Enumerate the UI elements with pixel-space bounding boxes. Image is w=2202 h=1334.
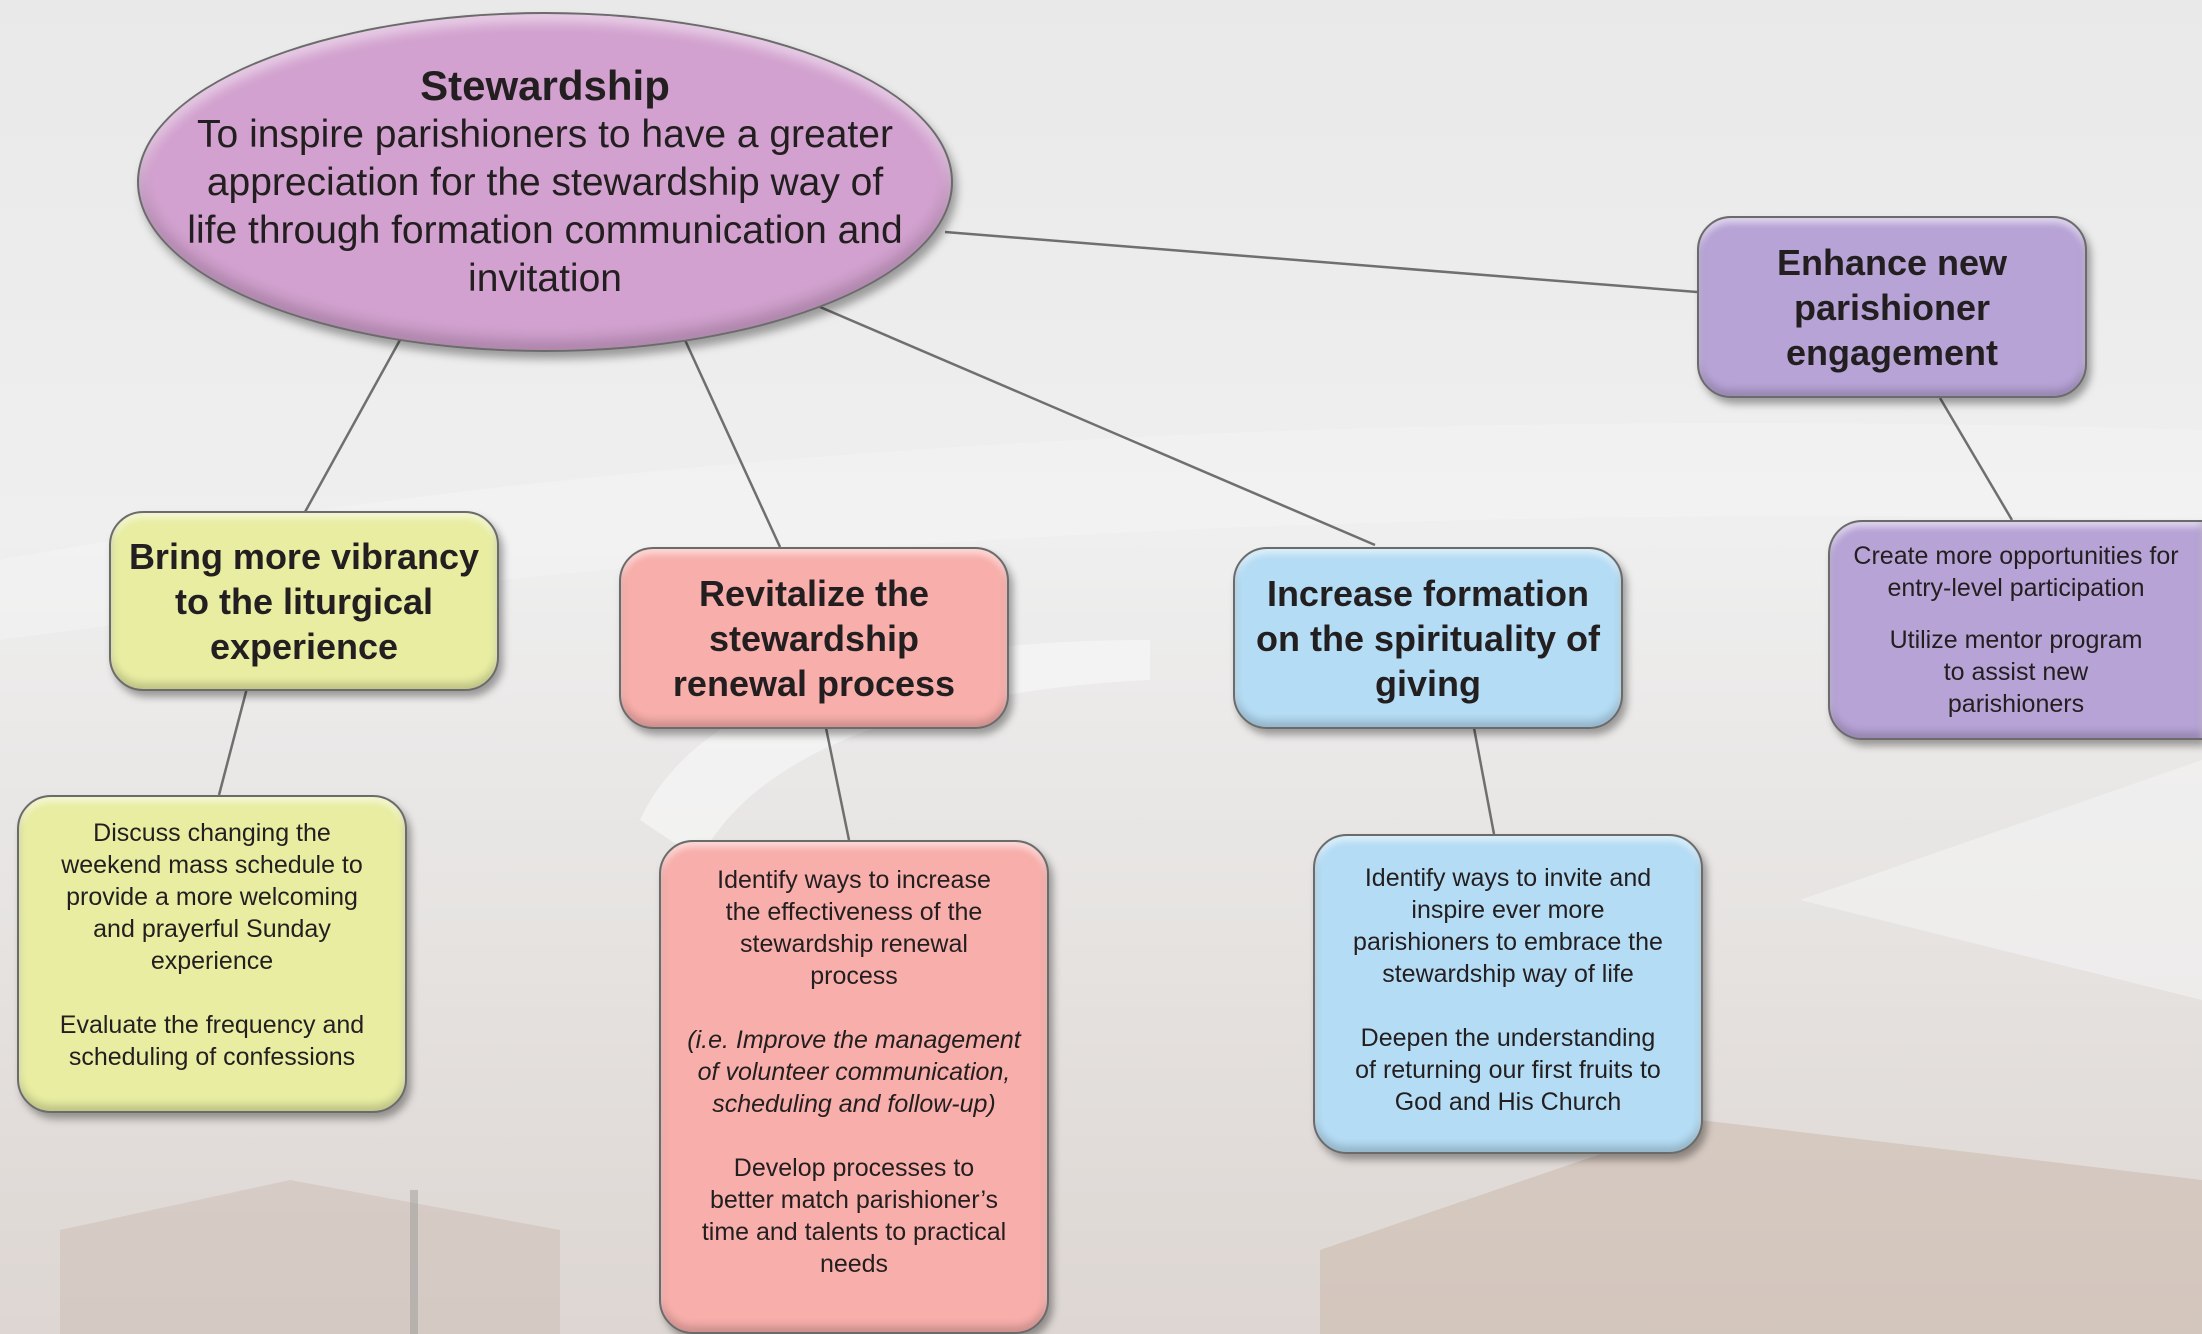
detail-formation-item: Deepen the understanding of returning ou… [1355,1024,1661,1116]
goal-formation: Increase formation on the spirituality o… [1233,547,1623,729]
detail-engagement: Create more opportunities for entry-leve… [1828,520,2202,740]
detail-liturgy-item: Evaluate the frequency and scheduling of… [59,1011,365,1071]
root-description: To inspire parishioners to have a greate… [187,113,903,300]
link-formation-detail [1472,727,1496,835]
link-root-liturgy [303,339,402,513]
detail-engagement-item: Create more opportunities for entry-leve… [1853,542,2179,602]
detail-renewal-item: Identify ways to increase the effectiven… [717,866,991,990]
root-title: Stewardship [420,62,670,109]
goal-engagement-heading: Enhance new parishioner engagement [1776,241,2008,373]
goal-renewal: Revitalize the stewardship renewal proce… [619,547,1009,729]
link-liturgy-detail [217,687,249,796]
goal-engagement: Enhance new parishioner engagement [1697,216,2087,398]
detail-renewal: Identify ways to increase the effectiven… [659,840,1049,1334]
link-root-engagement [944,230,1698,294]
link-renewal-detail [824,727,851,841]
root-node: Stewardship To inspire parishioners to h… [137,12,953,352]
link-root-renewal [683,339,782,548]
goal-liturgy-heading: Bring more vibrancy to the liturgical ex… [128,535,480,667]
detail-engagement-item: Utilize mentor program to assist new par… [1889,626,2143,718]
detail-liturgy: Discuss changing the weekend mass schedu… [17,795,407,1113]
detail-formation: Identify ways to invite and inspire ever… [1313,834,1703,1154]
goal-formation-heading: Increase formation on the spirituality o… [1255,572,1600,704]
detail-liturgy-item: Discuss changing the weekend mass schedu… [61,819,363,975]
goal-renewal-heading: Revitalize the stewardship renewal proce… [672,572,956,704]
link-engagement-detail [1938,397,2014,521]
detail-formation-item: Identify ways to invite and inspire ever… [1353,864,1663,988]
detail-renewal-item: (i.e. Improve the management of voluntee… [687,1026,1021,1118]
link-root-formation [819,305,1376,547]
detail-renewal-item: Develop processes to better match parish… [701,1154,1007,1278]
goal-liturgy: Bring more vibrancy to the liturgical ex… [109,511,499,691]
